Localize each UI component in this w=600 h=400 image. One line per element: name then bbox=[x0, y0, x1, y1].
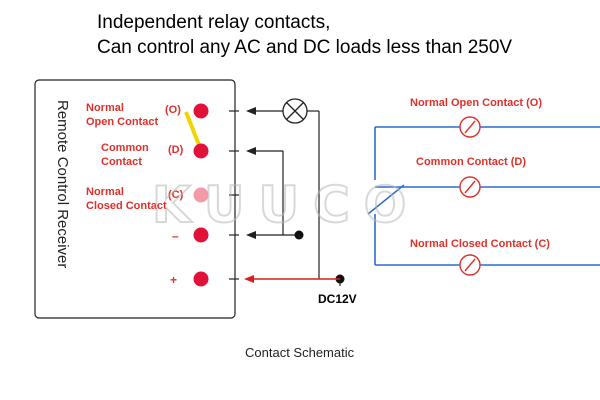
terminal-minus-dot bbox=[193, 227, 209, 243]
lamp-icon bbox=[282, 98, 308, 124]
contact-o-label: Normal Open Contact (O) bbox=[410, 97, 542, 109]
terminal-c-label-line1: Normal bbox=[86, 186, 124, 198]
yellow-jumper bbox=[184, 111, 201, 146]
terminal-d-dot bbox=[193, 143, 209, 159]
lamp-circuit-wires bbox=[252, 110, 341, 286]
watermark: KUUCO bbox=[152, 176, 420, 234]
terminal-o-code: (O) bbox=[165, 104, 181, 116]
terminal-o-label-line1: Normal bbox=[86, 102, 124, 114]
terminal-plus-dot bbox=[193, 271, 209, 287]
terminal-minus-sign: – bbox=[172, 229, 179, 243]
terminal-d-label-line2: Contact bbox=[101, 156, 142, 168]
arrow-to-d bbox=[246, 147, 256, 155]
terminal-plus-sign: + bbox=[170, 273, 177, 287]
terminal-c-dot bbox=[193, 187, 209, 203]
contact-o-symbol bbox=[459, 116, 481, 138]
header-line-1: Independent relay contacts, bbox=[97, 12, 331, 33]
contact-schematic bbox=[367, 126, 600, 266]
terminal-c-code: (C) bbox=[168, 189, 184, 201]
power-label: DC12V bbox=[318, 292, 357, 306]
caption: Contact Schematic bbox=[245, 345, 355, 360]
contact-d-label: Common Contact (D) bbox=[416, 156, 526, 168]
arrow-to-minus bbox=[246, 231, 256, 239]
contact-c-symbol bbox=[459, 254, 481, 276]
arrow-to-o bbox=[246, 107, 256, 115]
contact-d-symbol bbox=[459, 176, 481, 198]
terminal-c-label-line2: Closed Contact bbox=[86, 200, 167, 212]
header-line-2: Can control any AC and DC loads less tha… bbox=[97, 37, 513, 58]
terminal-d-code: (D) bbox=[168, 144, 184, 156]
receiver-title: Remote Control Receiver bbox=[54, 100, 71, 268]
receiver-box bbox=[34, 79, 236, 319]
terminal-o-label-line2: Open Contact bbox=[86, 116, 158, 128]
contact-c-label: Normal Closed Contact (C) bbox=[410, 238, 550, 250]
terminal-o-dot bbox=[193, 103, 209, 119]
terminal-stubs bbox=[229, 110, 239, 280]
arrow-to-plus bbox=[244, 275, 254, 283]
terminal-d-label-line1: Common bbox=[101, 142, 149, 154]
